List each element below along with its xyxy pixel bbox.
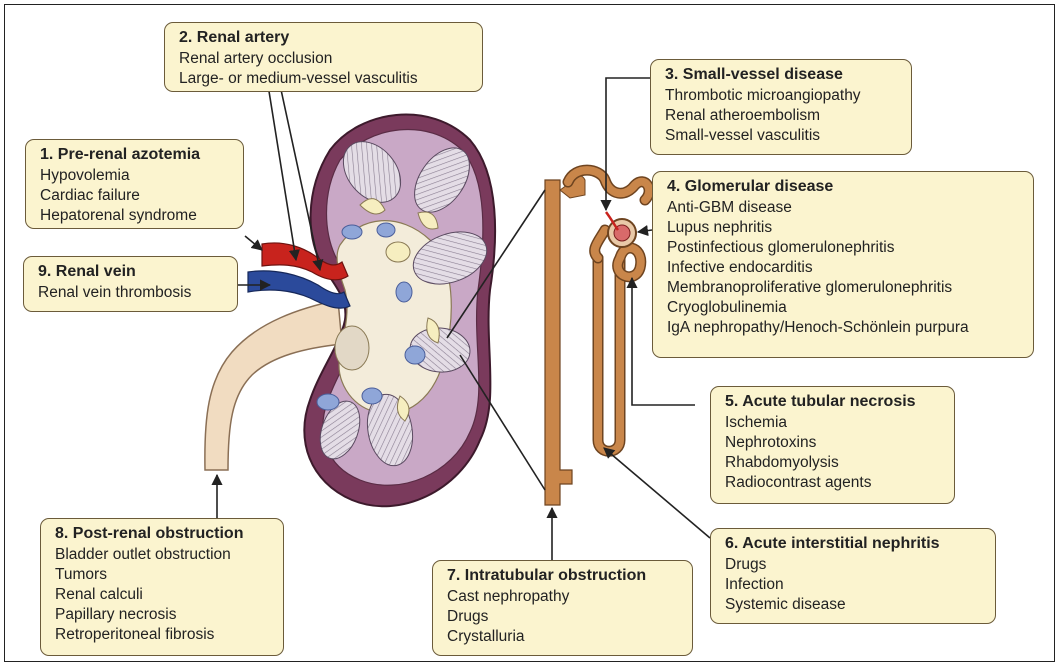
box-item: Lupus nephritis (667, 218, 1023, 238)
box-item: Tumors (55, 565, 273, 585)
box-item: Thrombotic microangiopathy (665, 86, 901, 106)
box-item: Renal artery occlusion (179, 49, 472, 69)
box-item: Retroperitoneal fibrosis (55, 625, 273, 645)
box-title: 6. Acute interstitial nephritis (725, 534, 985, 554)
box-item: Drugs (447, 607, 682, 627)
box-item: Bladder outlet obstruction (55, 545, 273, 565)
box-title: 1. Pre-renal azotemia (40, 145, 233, 165)
box-item: Crystalluria (447, 627, 682, 647)
box-item: Postinfectious glomerulonephritis (667, 238, 1023, 258)
box-item: Membranoproliferative glomerulonephritis (667, 278, 1023, 298)
box-title: 2. Renal artery (179, 28, 472, 48)
box-intratubular-obstruction: 7. Intratubular obstruction Cast nephrop… (432, 560, 693, 656)
calyx (377, 223, 395, 237)
box-item: Radiocontrast agents (725, 473, 944, 493)
connector-renal-artery (280, 85, 320, 270)
box-item: IgA nephropathy/Henoch-Schönlein purpura (667, 318, 1023, 338)
box-acute-interstitial-nephritis: 6. Acute interstitial nephritis Drugs In… (710, 528, 996, 624)
box-title: 5. Acute tubular necrosis (725, 392, 944, 412)
box-item: Ischemia (725, 413, 944, 433)
box-item: Cast nephropathy (447, 587, 682, 607)
box-item: Rhabdomyolysis (725, 453, 944, 473)
box-item: Nephrotoxins (725, 433, 944, 453)
connector-pre-renal (245, 236, 262, 250)
calyx (317, 394, 339, 410)
box-title: 7. Intratubular obstruction (447, 566, 682, 586)
connector-ain (604, 448, 710, 538)
box-item: Hypovolemia (40, 166, 233, 186)
box-item: Renal atheroembolism (665, 106, 901, 126)
box-item: Infection (725, 575, 985, 595)
box-acute-tubular-necrosis: 5. Acute tubular necrosis Ischemia Nephr… (710, 386, 955, 504)
box-item: Cryoglobulinemia (667, 298, 1023, 318)
calyx (362, 388, 382, 404)
box-title: 9. Renal vein (38, 262, 227, 282)
box-item: Small-vessel vasculitis (665, 126, 901, 146)
renal-sinus-fat (386, 242, 410, 262)
box-item: Systemic disease (725, 595, 985, 615)
box-item: Large- or medium-vessel vasculitis (179, 69, 472, 89)
box-item: Hepatorenal syndrome (40, 206, 233, 226)
box-item: Infective endocarditis (667, 258, 1023, 278)
box-renal-artery: 2. Renal artery Renal artery occlusion L… (164, 22, 483, 92)
box-item: Drugs (725, 555, 985, 575)
box-title: 4. Glomerular disease (667, 177, 1023, 197)
box-item: Renal vein thrombosis (38, 283, 227, 303)
box-item: Renal calculi (55, 585, 273, 605)
box-glomerular-disease: 4. Glomerular disease Anti-GBM disease L… (652, 171, 1034, 358)
connector-glomerular (638, 230, 652, 232)
box-small-vessel-disease: 3. Small-vessel disease Thrombotic micro… (650, 59, 912, 155)
collecting-duct (545, 180, 572, 505)
calyx (405, 346, 425, 364)
box-item: Anti-GBM disease (667, 198, 1023, 218)
box-renal-vein: 9. Renal vein Renal vein thrombosis (23, 256, 238, 312)
renal-sinus-fat (335, 326, 369, 370)
box-post-renal-obstruction: 8. Post-renal obstruction Bladder outlet… (40, 518, 284, 656)
calyx (342, 225, 362, 239)
box-item: Cardiac failure (40, 186, 233, 206)
calyx (396, 282, 412, 302)
box-pre-renal-azotemia: 1. Pre-renal azotemia Hypovolemia Cardia… (25, 139, 244, 229)
box-title: 8. Post-renal obstruction (55, 524, 273, 544)
connector-renal-artery (268, 85, 296, 260)
box-title: 3. Small-vessel disease (665, 65, 901, 85)
box-item: Papillary necrosis (55, 605, 273, 625)
